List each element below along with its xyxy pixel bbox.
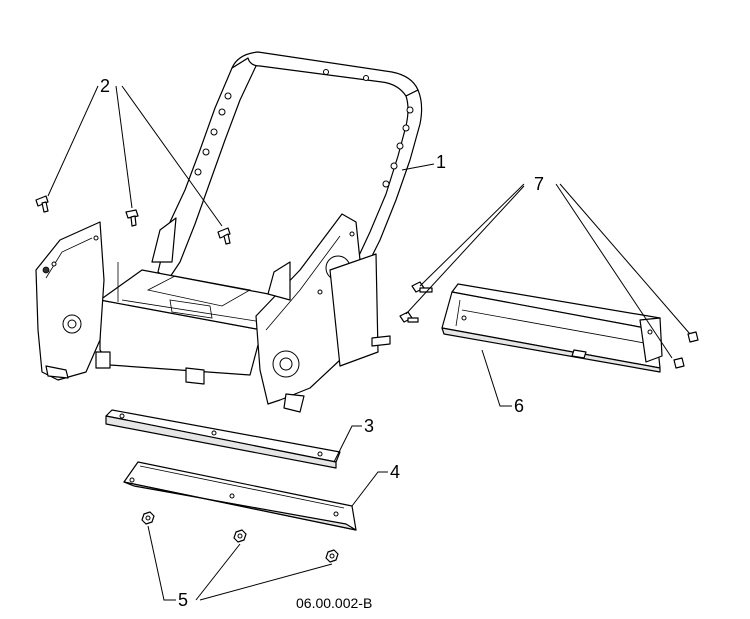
nuts-part-5: [141, 511, 339, 563]
callout-6: 6: [514, 396, 524, 416]
bolt-2c: [217, 227, 231, 245]
bracket-channel-part-6: [441, 283, 663, 373]
drawing-code: 06.00.002-B: [296, 595, 372, 611]
callout-7: 7: [534, 174, 544, 194]
bolts-part-7: [399, 281, 699, 369]
main-housing-frame: [35, 213, 391, 413]
handle-frame-part-1: [157, 51, 423, 281]
callout-5: 5: [178, 590, 188, 610]
callout-2: 2: [100, 76, 110, 96]
callout-1: 1: [436, 152, 446, 172]
bolt-2a: [35, 195, 49, 213]
leader-lines: [47, 85, 691, 601]
bolt-2b: [125, 209, 139, 227]
flat-bar-part-3: [105, 409, 341, 469]
scraper-blade-part-4: [123, 461, 357, 531]
bolts-part-2: [35, 195, 231, 245]
callout-3: 3: [364, 416, 374, 436]
callout-4: 4: [390, 462, 400, 482]
